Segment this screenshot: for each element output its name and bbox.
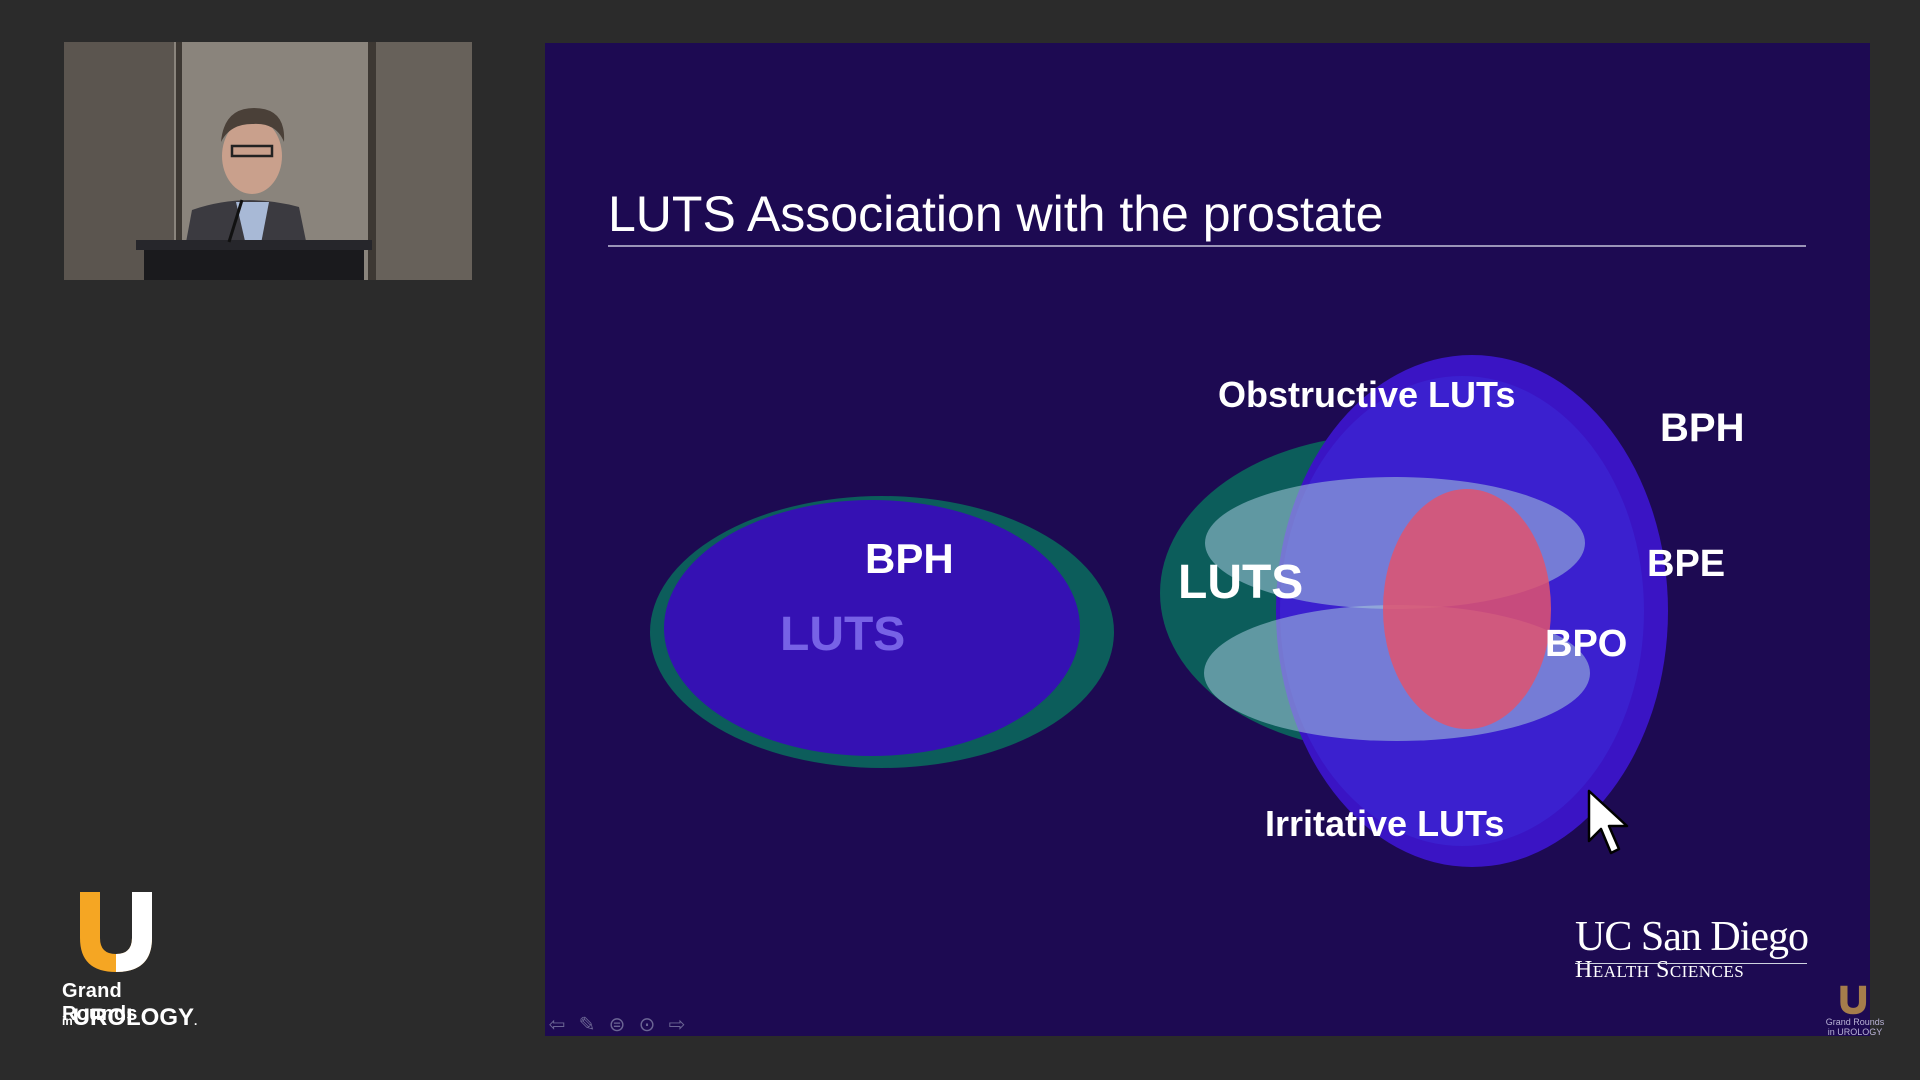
brand-line1: Grand Rounds [62, 980, 138, 1025]
left-bph-ellipse [664, 500, 1080, 756]
more-icon[interactable]: ⊙ [638, 1014, 656, 1036]
bpo-ellipse [1383, 489, 1551, 729]
ucsd-logo-rule [1575, 963, 1807, 964]
ucsd-logo-line2: Health Sciences [1575, 957, 1745, 983]
brand-line2: inUROLOGY. [62, 1004, 197, 1032]
title-divider [608, 245, 1806, 247]
slide-title: LUTS Association with the prostate [608, 186, 1384, 242]
watermark-text: Grand Rounds in UROLOGY [1825, 1017, 1885, 1037]
brand-line2-main: UROLOGY [72, 1004, 195, 1031]
ucsd-logo-line1: UC San Diego [1575, 914, 1809, 960]
obstructive-luts-label: Obstructive LUTs [1218, 374, 1516, 415]
bpe-label: BPE [1647, 543, 1726, 585]
venn-diagrams [650, 355, 1668, 867]
bpo-label: BPO [1545, 623, 1628, 665]
menu-icon[interactable]: ⊜ [608, 1014, 626, 1036]
arrow-right-icon[interactable]: ⇨ [668, 1014, 686, 1036]
pen-icon[interactable]: ✎ [578, 1014, 596, 1036]
left-bph-label: BPH [865, 535, 954, 582]
slide-nav-toolbar: ⇦ ✎ ⊜ ⊙ ⇨ [545, 1013, 689, 1036]
brand-line2-prefix: in [62, 1014, 73, 1028]
watermark-logo: Grand Rounds in UROLOGY [1825, 985, 1885, 1045]
right-luts-label: LUTS [1178, 556, 1304, 609]
right-bph-label: BPH [1660, 406, 1745, 450]
watermark-u-icon [1840, 985, 1867, 1015]
irritative-luts-label: Irritative LUTs [1265, 803, 1505, 844]
arrow-left-icon[interactable]: ⇦ [548, 1014, 566, 1036]
ucsd-logo: UC San Diego Health Sciences [1575, 913, 1809, 984]
presentation-slide: LUTS Association with the prostate BPH L… [545, 43, 1870, 1036]
speaker-video [64, 42, 472, 280]
u-logo-icon [80, 892, 152, 972]
brand-line2-suffix: . [194, 1014, 198, 1028]
brand-logo: Grand Rounds inUROLOGY. [58, 890, 197, 1040]
mouse-cursor-icon [1587, 789, 1629, 855]
left-luts-label: LUTS [780, 608, 906, 661]
